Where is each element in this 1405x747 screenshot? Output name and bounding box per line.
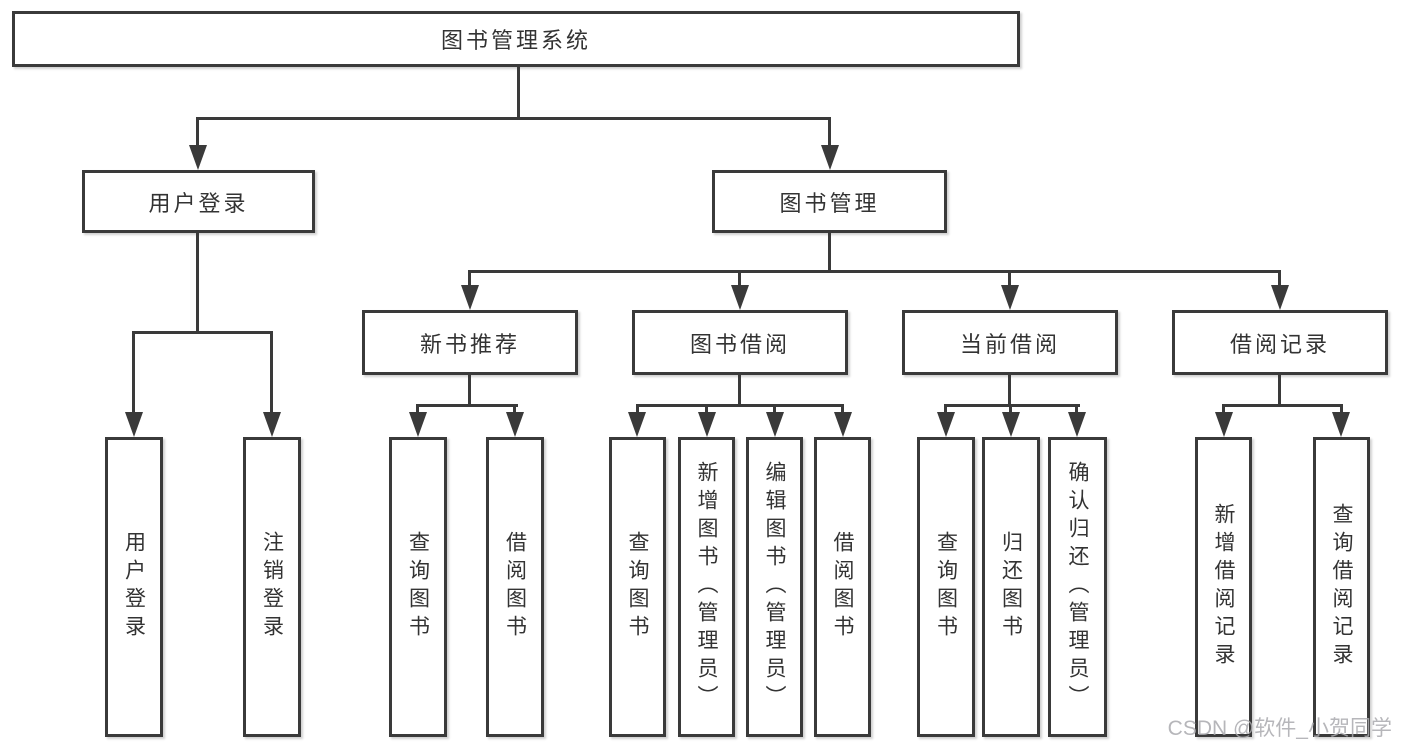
leaf-edit-book-admin: 编辑图书（管理员） <box>746 437 803 737</box>
connector-line <box>132 331 135 413</box>
connector-line <box>828 231 831 273</box>
connector-line <box>636 404 844 407</box>
leaf-label: 查询借阅记录 <box>1330 503 1353 671</box>
connector-line <box>1008 373 1011 407</box>
leaf-borrow-books-borrowing: 借阅图书 <box>814 437 871 737</box>
leaf-label: 查询图书 <box>626 531 649 643</box>
connector-line <box>513 404 516 414</box>
node-book-management: 图书管理 <box>712 170 947 233</box>
connector-line <box>416 404 419 414</box>
leaf-label: 确认归还（管理员） <box>1066 461 1089 713</box>
connector-line <box>636 404 639 414</box>
leaf-label: 编辑图书（管理员） <box>763 461 786 713</box>
arrowhead <box>937 412 955 437</box>
leaf-label: 新增借阅记录 <box>1212 503 1235 671</box>
leaf-label: 借阅图书 <box>503 531 527 643</box>
leaf-label: 用户登录 <box>122 531 146 643</box>
node-user-login: 用户登录 <box>82 170 315 233</box>
arrowhead <box>766 412 784 437</box>
arrowhead <box>1068 412 1086 437</box>
connector-line <box>416 404 518 407</box>
leaf-label: 查询图书 <box>406 531 430 643</box>
leaf-label: 查询图书 <box>934 531 958 643</box>
connector-line <box>1222 404 1225 414</box>
arrowhead <box>834 412 852 437</box>
arrowhead <box>263 412 281 437</box>
connector-line <box>944 404 947 414</box>
connector-line <box>132 331 273 334</box>
connector-line <box>773 404 776 414</box>
connector-line <box>468 373 471 407</box>
connector-line <box>1222 404 1343 407</box>
leaf-label: 注销登录 <box>260 531 284 643</box>
connector-line <box>944 404 1080 407</box>
connector-line <box>517 66 520 120</box>
connector-line <box>1008 270 1011 287</box>
leaf-return-books: 归还图书 <box>982 437 1040 737</box>
leaf-query-books-borrowing: 查询图书 <box>609 437 666 737</box>
leaf-borrow-books-recommend: 借阅图书 <box>486 437 544 737</box>
leaf-logout: 注销登录 <box>243 437 301 737</box>
connector-line <box>841 404 844 414</box>
arrowhead <box>461 285 479 310</box>
connector-line <box>196 231 199 333</box>
csdn-watermark: CSDN @软件_小贺同学 <box>1167 717 1392 740</box>
connector-line <box>828 117 831 146</box>
leaf-label: 借阅图书 <box>831 531 854 643</box>
arrowhead <box>409 412 427 437</box>
arrowhead <box>1215 412 1233 437</box>
arrowhead <box>628 412 646 437</box>
leaf-query-borrow-record: 查询借阅记录 <box>1313 437 1370 737</box>
node-borrowing-records: 借阅记录 <box>1172 310 1388 375</box>
arrowhead <box>189 145 207 170</box>
connector-line <box>1009 404 1012 414</box>
connector-line <box>705 404 708 414</box>
connector-line <box>196 117 199 146</box>
leaf-user-login: 用户登录 <box>105 437 163 737</box>
arrowhead <box>821 145 839 170</box>
arrowhead <box>1271 285 1289 310</box>
arrowhead <box>731 285 749 310</box>
leaf-query-books-recommend: 查询图书 <box>389 437 447 737</box>
node-new-book-recommendation: 新书推荐 <box>362 310 578 375</box>
arrowhead <box>125 412 143 437</box>
arrowhead <box>698 412 716 437</box>
connector-line <box>468 270 471 287</box>
node-current-borrowing: 当前借阅 <box>902 310 1118 375</box>
leaf-query-books-current: 查询图书 <box>917 437 975 737</box>
connector-line <box>270 331 273 413</box>
connector-line <box>1340 404 1343 414</box>
arrowhead <box>1002 412 1020 437</box>
leaf-label: 归还图书 <box>999 531 1023 643</box>
leaf-add-borrow-record: 新增借阅记录 <box>1195 437 1252 737</box>
node-library-management-system: 图书管理系统 <box>12 11 1020 67</box>
connector-line <box>738 270 741 287</box>
leaf-label: 新增图书（管理员） <box>695 461 718 713</box>
connector-line <box>468 270 1281 273</box>
node-book-borrowing: 图书借阅 <box>632 310 848 375</box>
leaf-add-book-admin: 新增图书（管理员） <box>678 437 735 737</box>
connector-line <box>1278 373 1281 407</box>
connector-line <box>196 117 831 120</box>
connector-line <box>1278 270 1281 287</box>
arrowhead <box>1001 285 1019 310</box>
leaf-confirm-return-admin: 确认归还（管理员） <box>1048 437 1107 737</box>
connector-line <box>1075 404 1078 414</box>
arrowhead <box>506 412 524 437</box>
arrowhead <box>1332 412 1350 437</box>
connector-line <box>738 373 741 407</box>
